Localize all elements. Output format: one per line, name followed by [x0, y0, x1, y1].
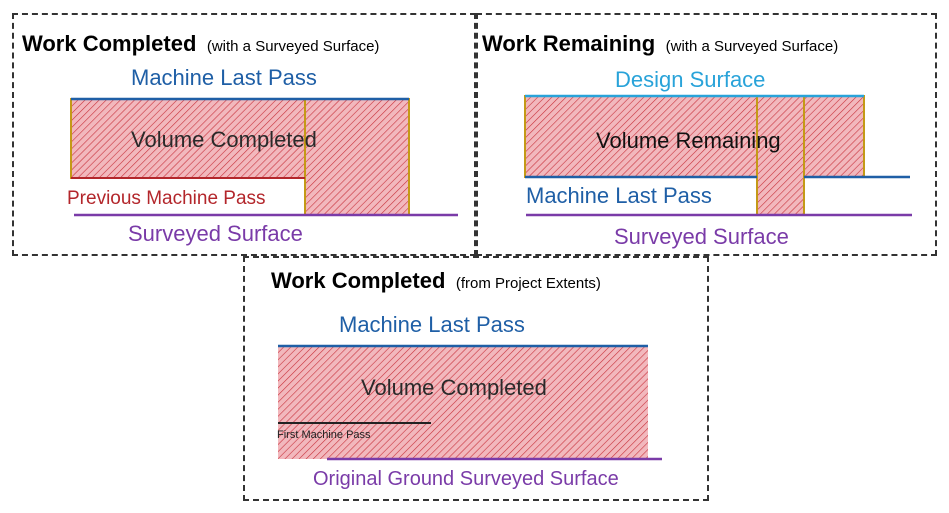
volume-box-right [304, 98, 410, 216]
volume-remaining-label: Volume Remaining [596, 128, 781, 153]
surveyed-surface-label: Surveyed Surface [128, 221, 303, 246]
panel-title: Work Completed (from Project Extents) [271, 268, 601, 293]
volume-region [278, 346, 648, 459]
title-bold: Work Completed [271, 268, 445, 293]
title-bold: Work Remaining [482, 31, 655, 56]
volume-box-center [756, 95, 805, 216]
previous-machine-pass-label: Previous Machine Pass [67, 188, 266, 209]
surveyed-surface-label: Surveyed Surface [614, 224, 789, 249]
volume-box-right [803, 95, 865, 178]
volume-completed-label: Volume Completed [361, 375, 547, 400]
machine-last-pass-label: Machine Last Pass [339, 312, 525, 337]
panel-work-remaining-surveyed: Work Remaining (with a Surveyed Surface)… [476, 13, 937, 256]
title-light: (with a Surveyed Surface) [666, 38, 839, 55]
machine-last-pass-label: Machine Last Pass [526, 183, 712, 208]
panel-work-completed-surveyed: Work Completed (with a Surveyed Surface)… [12, 13, 476, 256]
diagram-work-remaining-surveyed: Work Remaining (with a Surveyed Surface)… [482, 31, 912, 249]
original-ground-label: Original Ground Surveyed Surface [313, 468, 619, 490]
machine-last-pass-label: Machine Last Pass [131, 65, 317, 90]
design-surface-label: Design Surface [615, 67, 765, 92]
panel-title: Work Remaining (with a Surveyed Surface) [482, 31, 838, 56]
diagram-work-completed-surveyed: Work Completed (with a Surveyed Surface)… [22, 31, 458, 246]
title-light: (from Project Extents) [456, 275, 601, 292]
diagram-work-completed-extents: Work Completed (from Project Extents) Ma… [271, 268, 662, 490]
volume-completed-label: Volume Completed [131, 127, 317, 152]
panel-work-completed-extents: Work Completed (from Project Extents) Ma… [243, 256, 709, 501]
volume-box-left [70, 98, 306, 179]
panel-title: Work Completed (with a Surveyed Surface) [22, 31, 379, 56]
first-machine-pass-label: First Machine Pass [277, 429, 371, 441]
title-bold: Work Completed [22, 31, 196, 56]
title-light: (with a Surveyed Surface) [207, 38, 380, 55]
